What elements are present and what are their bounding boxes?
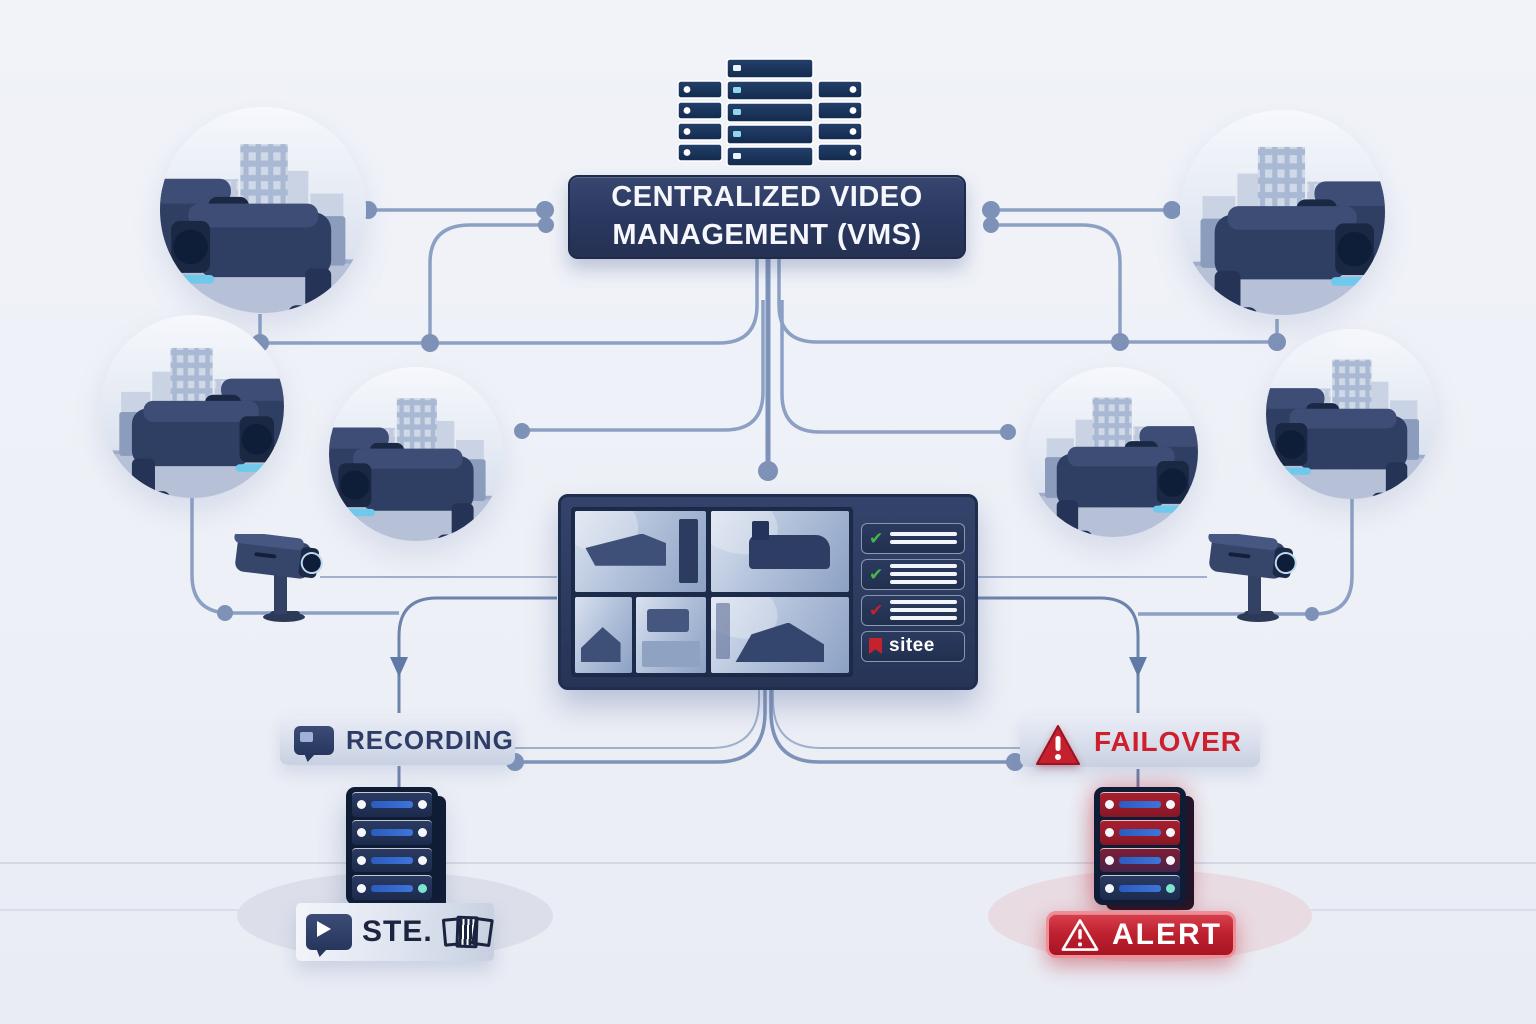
camera-feed-grid (571, 507, 853, 677)
arrowhead-icon (390, 657, 1147, 677)
server-slot (352, 819, 432, 845)
status-row-2: ✔ (861, 558, 965, 590)
site-thumbnail-mid-left (101, 315, 284, 498)
playback-icon (306, 914, 352, 950)
server-slot (1100, 792, 1180, 817)
camera-feed-3b (635, 596, 706, 673)
recording-label: RECORDING (346, 725, 514, 755)
status-row-4: sitee (861, 630, 965, 662)
site-label: sitee (889, 635, 935, 656)
server-slot (352, 875, 432, 900)
alert-triangle-icon (1061, 918, 1099, 951)
status-lines (890, 600, 957, 620)
cctv-camera-icon-right (1198, 534, 1308, 624)
recording-server (346, 787, 438, 905)
check-icon: ✔ (869, 600, 884, 620)
status-row-1: ✔ (861, 522, 965, 554)
storage-label: STE. (362, 915, 433, 948)
warning-triangle-icon (1036, 724, 1080, 765)
vms-server-rack-icon (677, 58, 863, 167)
server-slot (1100, 847, 1180, 873)
site-status-panel: ✔ ✔ ✔ sitee (861, 507, 965, 677)
site-thumbnail-mid-right (1266, 329, 1436, 499)
recording-screen-icon (294, 726, 334, 755)
camera-feed-3a (575, 596, 632, 673)
status-lines (890, 532, 957, 544)
camera-feed-4 (710, 596, 849, 673)
vms-monitor: ✔ ✔ ✔ sitee (558, 494, 978, 690)
server-slot (1100, 875, 1180, 900)
bookmark-icon (869, 638, 882, 654)
alert-label: ALERT (1112, 917, 1222, 951)
camera-feed-2 (710, 511, 849, 592)
check-icon: ✔ (869, 564, 884, 584)
server-slot (1100, 819, 1180, 845)
site-thumbnail-inner-left (329, 367, 503, 541)
failover-server (1094, 787, 1186, 905)
vms-title-box: CENTRALIZED VIDEO MANAGEMENT (VMS) (568, 175, 966, 259)
film-frames-icon (441, 915, 494, 949)
server-slot (352, 792, 432, 817)
status-lines (890, 564, 957, 584)
check-icon: ✔ (869, 528, 884, 548)
camera-feed-1 (575, 511, 706, 592)
site-thumbnail-top-right (1180, 110, 1385, 315)
site-thumbnail-inner-right (1028, 367, 1198, 537)
cctv-camera-icon-left (224, 534, 334, 624)
server-slot (352, 847, 432, 873)
storage-badge: STE. (296, 903, 494, 961)
recording-badge: RECORDING (280, 716, 515, 765)
failover-label: FAILOVER (1094, 725, 1243, 757)
site-thumbnail-top-left (160, 107, 366, 313)
status-row-3: ✔ (861, 594, 965, 626)
alert-badge: ALERT (1046, 911, 1236, 958)
vms-title: CENTRALIZED VIDEO MANAGEMENT (VMS) (611, 181, 923, 251)
failover-badge: FAILOVER (1020, 716, 1260, 767)
camera-feed-3 (575, 596, 706, 673)
